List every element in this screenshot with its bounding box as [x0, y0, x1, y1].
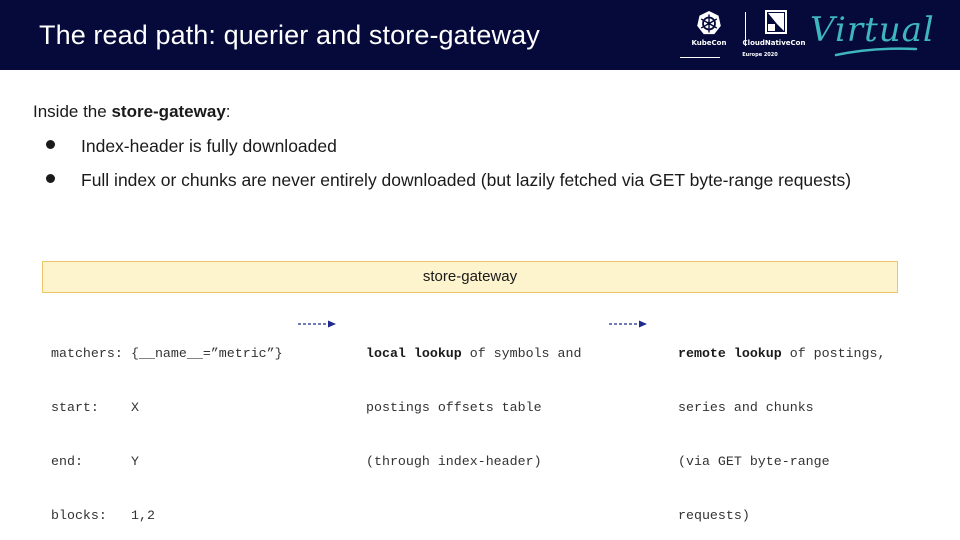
- dashed-arrow-icon: [609, 320, 647, 328]
- query-row: start: X: [51, 400, 139, 424]
- intro-line: Inside the store-gateway:: [33, 102, 231, 122]
- bullet-dot-icon: [46, 174, 55, 183]
- kubernetes-wheel-icon: [697, 11, 721, 35]
- local-lookup-step: local lookup of symbols and postings off…: [366, 316, 581, 493]
- dashed-arrow-icon: [298, 320, 336, 328]
- virtual-swoosh-icon: [834, 47, 918, 57]
- step-line: requests): [678, 508, 750, 523]
- slide-title: The read path: querier and store-gateway: [39, 20, 540, 50]
- logo-divider: [745, 12, 746, 46]
- intro-suffix: :: [225, 102, 231, 121]
- cncf-logo-icon: [765, 10, 787, 34]
- step-text: of symbols and: [461, 346, 582, 361]
- query-row: matchers: {__name__=”metric”}: [51, 346, 283, 370]
- bullet-text: Full index or chunks are never entirely …: [81, 170, 852, 190]
- event-logos: KubeCon CloudNativeCon Europe 2020 Virtu…: [678, 8, 960, 64]
- bullet-text: Index-header is fully downloaded: [81, 136, 337, 156]
- event-rule-left: [680, 57, 720, 58]
- kubecon-logo: KubeCon: [682, 8, 736, 64]
- query-value: 1,2: [131, 508, 155, 523]
- step-line: series and chunks: [678, 400, 814, 415]
- event-label: Europe 2020: [742, 52, 778, 58]
- query-key: matchers:: [51, 346, 123, 361]
- store-gateway-bar: store-gateway: [42, 261, 898, 293]
- query-key: start:: [51, 400, 99, 415]
- step-text: of postings,: [781, 346, 886, 361]
- cncf-logo: CloudNativeCon: [743, 8, 805, 64]
- cncf-label: CloudNativeCon: [742, 39, 806, 47]
- step-line: (through index-header): [366, 454, 542, 469]
- query-value: {__name__=”metric”}: [131, 346, 283, 361]
- query-value: Y: [131, 454, 139, 469]
- virtual-wordmark: Virtual: [810, 10, 935, 50]
- step-line: remote lookup of postings,: [678, 346, 885, 370]
- kubecon-label: KubeCon: [691, 39, 727, 47]
- query-params: matchers: {__name__=”metric”} start: X e…: [51, 316, 283, 540]
- query-row: blocks: 1,2: [51, 508, 155, 532]
- step-line: local lookup of symbols and: [366, 346, 581, 370]
- step-bold: remote lookup: [678, 346, 782, 361]
- intro-bold: store-gateway: [111, 102, 226, 121]
- step-line: (via GET byte-range: [678, 454, 830, 469]
- intro-prefix: Inside the: [33, 102, 112, 121]
- query-value: X: [131, 400, 139, 415]
- query-key: end:: [51, 454, 83, 469]
- query-key: blocks:: [51, 508, 107, 523]
- bullet-dot-icon: [46, 140, 55, 149]
- remote-lookup-step: remote lookup of postings, series and ch…: [678, 316, 885, 540]
- slide-header: The read path: querier and store-gateway…: [0, 0, 960, 70]
- query-row: end: Y: [51, 454, 139, 478]
- step-bold: local lookup: [366, 346, 462, 361]
- step-line: postings offsets table: [366, 400, 542, 415]
